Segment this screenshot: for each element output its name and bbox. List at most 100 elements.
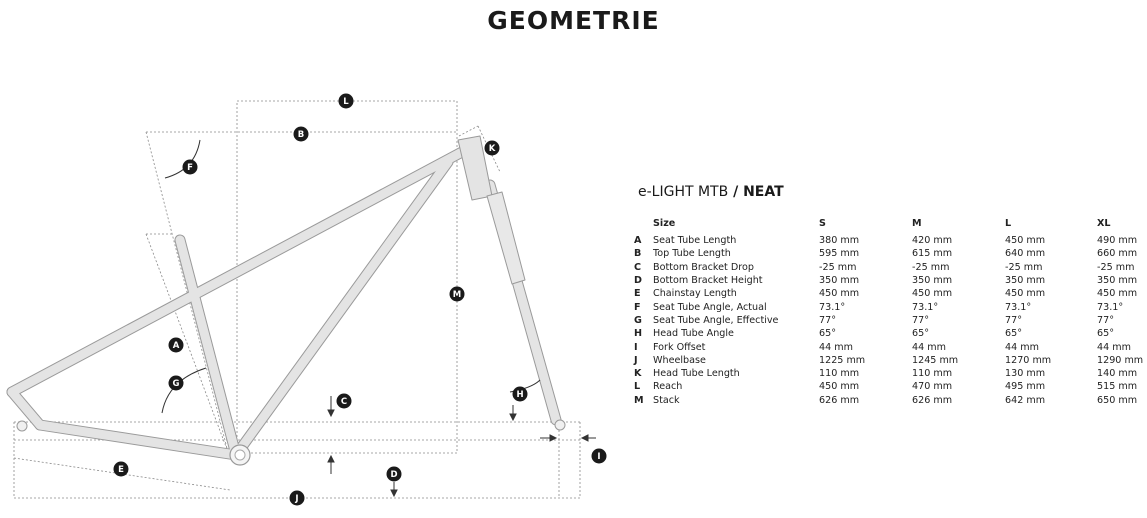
row-xl: 44 mm (1097, 341, 1131, 353)
bike-frame (6, 135, 566, 466)
row-m: 626 mm (912, 394, 953, 406)
row-xl: 450 mm (1097, 288, 1138, 300)
row-letter: D (634, 275, 642, 287)
row-s: 380 mm (819, 235, 860, 247)
label-G-marker: G (168, 375, 184, 391)
row-letter: B (634, 248, 642, 260)
row-letter: H (634, 328, 643, 340)
row-l: 450 mm (1005, 288, 1046, 300)
row-s: 350 mm (819, 275, 860, 287)
row-letter: E (634, 288, 641, 300)
table-row: D Bottom Bracket Height 350 mm 350 mm 350 mm… (634, 274, 1145, 287)
table-header-row: Size S M L XL (634, 218, 1145, 234)
label-C-marker: C (336, 393, 352, 409)
label-J-marker: J (289, 490, 305, 506)
row-xl: 140 mm (1097, 368, 1138, 380)
row-name: Fork Offset (653, 341, 706, 353)
row-xl: 77° (1097, 314, 1115, 326)
row-xl: 650 mm (1097, 394, 1138, 406)
row-xl: 1290 mm (1097, 354, 1144, 366)
row-name: Bottom Bracket Height (653, 275, 763, 287)
svg-text:E: E (118, 465, 124, 475)
row-s: 450 mm (819, 381, 860, 393)
row-name: Bottom Bracket Drop (653, 261, 754, 273)
row-name: Top Tube Length (653, 248, 731, 260)
row-l: 640 mm (1005, 248, 1046, 260)
label-B-marker: B (293, 126, 309, 142)
row-m: 44 mm (912, 341, 946, 353)
row-name: Wheelbase (653, 354, 706, 366)
header-m: M (912, 218, 922, 229)
svg-text:H: H (516, 390, 523, 400)
row-s: 77° (819, 314, 837, 326)
table-row: B Top Tube Length 595 mm 615 mm 640 mm 660 mm (634, 247, 1145, 260)
svg-text:L: L (343, 97, 349, 107)
row-m: 615 mm (912, 248, 953, 260)
model-heading: e-LIGHT MTB / NEAT (638, 184, 784, 200)
header-l: L (1005, 218, 1012, 229)
model-separator: / (728, 184, 744, 200)
row-letter: L (634, 381, 641, 393)
row-l: 65° (1005, 328, 1023, 340)
page-title: GEOMETRIE (487, 6, 660, 35)
label-E-marker: E (113, 461, 129, 477)
row-letter: A (634, 235, 642, 247)
row-letter: K (634, 368, 642, 380)
model-variant: NEAT (743, 184, 784, 200)
row-l: 1270 mm (1005, 354, 1052, 366)
row-m: 110 mm (912, 368, 953, 380)
svg-text:B: B (298, 130, 304, 140)
svg-text:F: F (187, 163, 193, 173)
row-s: 65° (819, 328, 837, 340)
row-l: 73.1° (1005, 301, 1032, 313)
row-m: 65° (912, 328, 930, 340)
row-xl: 65° (1097, 328, 1115, 340)
label-H-marker: H (512, 386, 528, 402)
label-M-marker: M (449, 286, 465, 302)
row-xl: 515 mm (1097, 381, 1138, 393)
row-letter: M (634, 394, 644, 406)
row-s: 73.1° (819, 301, 846, 313)
row-xl: 350 mm (1097, 275, 1138, 287)
row-s: 626 mm (819, 394, 860, 406)
row-s: 595 mm (819, 248, 860, 260)
row-l: 44 mm (1005, 341, 1039, 353)
dimension-arrows (327, 396, 596, 498)
header-xl: XL (1097, 218, 1111, 229)
row-m: 350 mm (912, 275, 953, 287)
row-l: 642 mm (1005, 394, 1046, 406)
row-m: 73.1° (912, 301, 939, 313)
svg-text:C: C (341, 397, 347, 407)
svg-text:I: I (597, 452, 600, 462)
row-s: 450 mm (819, 288, 860, 300)
svg-text:D: D (390, 470, 397, 480)
row-name: Reach (653, 381, 683, 393)
frame-geometry-diagram: L B K F M A G C H I E D J (6, 93, 607, 506)
row-l: -25 mm (1005, 261, 1043, 273)
label-A-marker: A (168, 337, 184, 353)
model-name: e-LIGHT MTB (638, 184, 729, 200)
label-I-marker: I (591, 448, 607, 464)
row-m: -25 mm (912, 261, 950, 273)
row-xl: -25 mm (1097, 261, 1135, 273)
label-K-marker: K (484, 140, 500, 156)
row-m: 470 mm (912, 381, 953, 393)
header-size: Size (653, 218, 676, 229)
row-name: Chainstay Length (653, 288, 737, 300)
svg-text:M: M (453, 290, 461, 300)
row-letter: F (634, 301, 641, 313)
row-name: Seat Tube Angle, Effective (653, 314, 779, 326)
row-s: 1225 mm (819, 354, 866, 366)
row-xl: 660 mm (1097, 248, 1138, 260)
row-name: Stack (653, 394, 680, 406)
header-s: S (819, 218, 826, 229)
